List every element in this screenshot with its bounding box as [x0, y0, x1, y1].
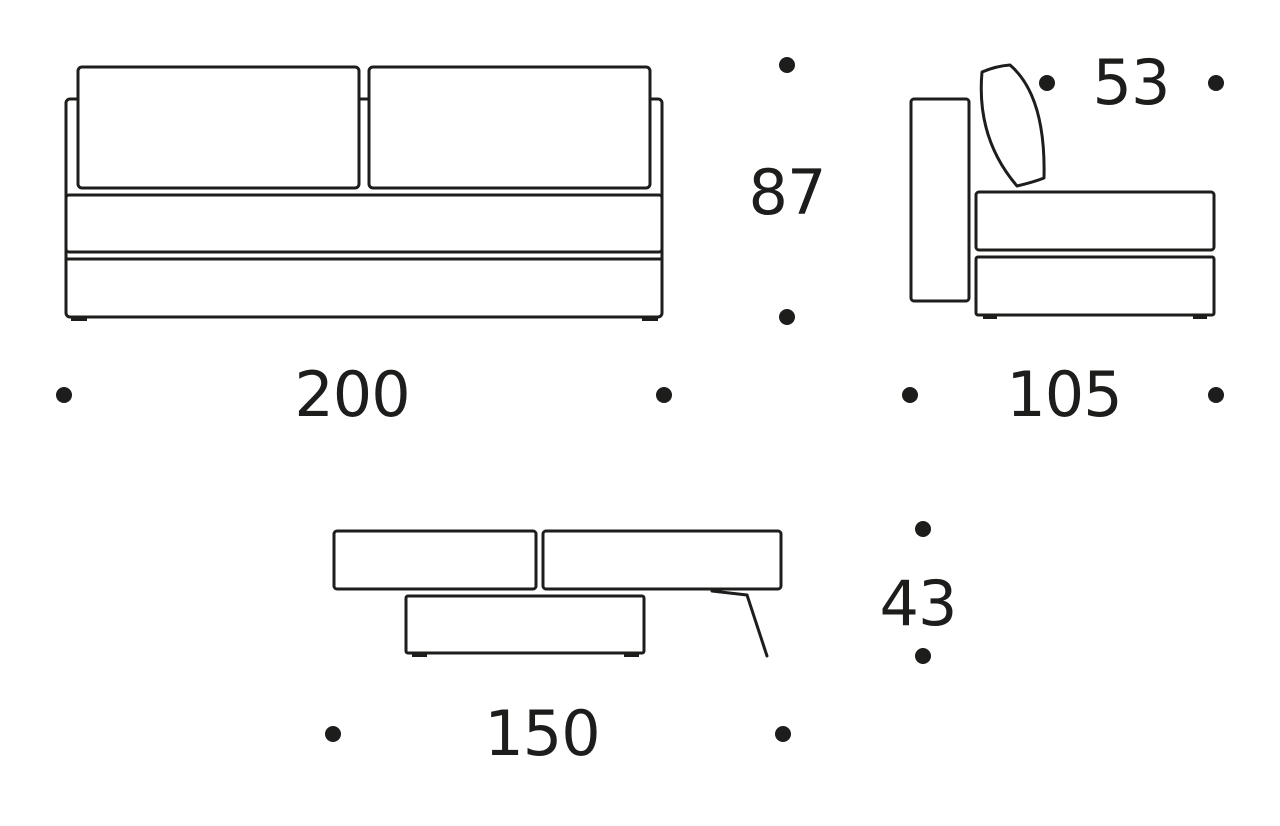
dimension-dot	[775, 726, 791, 742]
dimension-dot	[56, 387, 72, 403]
dimension-dot	[779, 57, 795, 73]
back-cushion-left	[76, 65, 361, 190]
bed-height-label: 43	[880, 567, 957, 640]
dimension-dot	[1208, 75, 1224, 91]
front-width-dimension: 200	[56, 358, 672, 431]
foot-left	[412, 653, 427, 657]
side-depth-dimension: 105	[902, 358, 1224, 431]
bed-support-leg	[710, 589, 769, 658]
front-height-label: 87	[749, 156, 826, 229]
side-backrest-label: 53	[1093, 46, 1170, 119]
foot-right	[1193, 315, 1207, 319]
dimension-dot	[902, 387, 918, 403]
front-height-dimension: 87	[749, 57, 826, 325]
bed-width-label: 150	[484, 697, 599, 770]
seat-cushion	[64, 193, 664, 254]
back-cushion-right	[367, 65, 652, 190]
side-base	[974, 255, 1216, 317]
bed-cushion-left	[332, 529, 538, 591]
bed-base	[404, 594, 646, 655]
sofa-side-view	[909, 63, 1216, 319]
side-depth-label: 105	[1006, 358, 1121, 431]
dimension-dot	[325, 726, 341, 742]
dimension-dot	[915, 521, 931, 537]
bed-height-dimension: 43	[880, 521, 957, 664]
foot-left	[71, 317, 87, 321]
side-seat-cushion	[974, 190, 1216, 252]
side-back-cushion	[979, 63, 1046, 188]
dimension-dot	[915, 648, 931, 664]
foot-right	[624, 653, 639, 657]
dimension-dot	[1208, 387, 1224, 403]
dimension-dot	[779, 309, 795, 325]
sofa-bed-view	[332, 529, 783, 658]
side-backrest-panel	[909, 97, 971, 303]
sofa-front-view	[64, 65, 664, 321]
bed-cushion-right	[541, 529, 783, 591]
dimension-dot	[656, 387, 672, 403]
front-width-label: 200	[294, 358, 409, 431]
foot-left	[983, 315, 997, 319]
foot-right	[642, 317, 658, 321]
dimension-dot	[1039, 75, 1055, 91]
bed-width-dimension: 150	[325, 697, 791, 770]
side-backrest-dimension: 53	[1039, 46, 1224, 119]
